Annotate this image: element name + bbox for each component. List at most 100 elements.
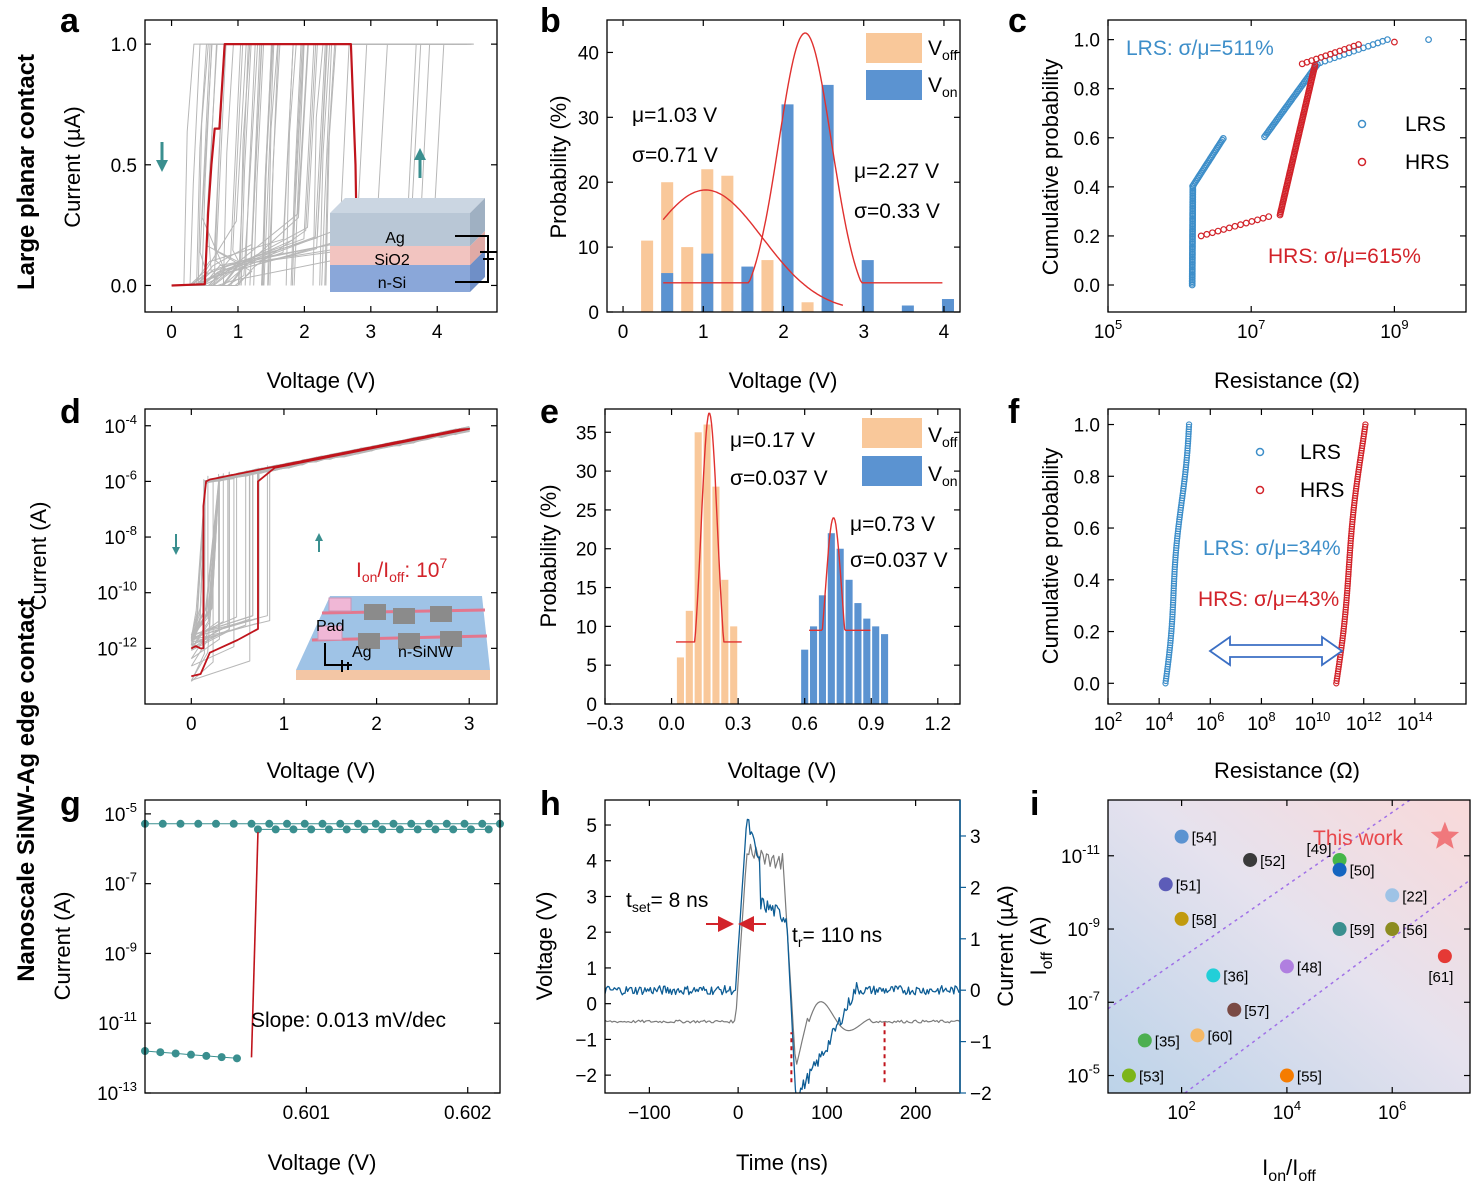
g-xtick-label: 0.601	[283, 1103, 331, 1124]
f-xtick-label: 102	[1094, 709, 1122, 735]
e-ytick-label: 30	[576, 462, 597, 483]
d-ytick-label: 10-4	[104, 412, 137, 438]
f-ytick-label: 0.4	[1074, 571, 1101, 592]
i-point	[1279, 1068, 1294, 1083]
i-ytick-label: 10-11	[1061, 842, 1100, 868]
c-hrs-point	[1311, 62, 1319, 69]
b-bar-V_off	[761, 260, 774, 312]
e-ytick-label: 25	[576, 501, 597, 522]
a-xtick-label: 2	[299, 322, 310, 343]
b-bar-V_on	[781, 104, 794, 312]
g-ytick-label: 10-11	[98, 1009, 137, 1035]
e-xtick-label: −0.3	[586, 714, 624, 735]
i-point-label: [35]	[1155, 1033, 1180, 1050]
e-off-mu: μ=0.17 V	[730, 429, 815, 452]
g-point	[156, 1048, 165, 1057]
g-point	[171, 1049, 180, 1058]
f-xtick-label: 1012	[1346, 709, 1382, 735]
b-ytick-label: 30	[578, 108, 599, 129]
i-point-label: [49]	[1307, 841, 1332, 858]
h-ytick-right-label: 0	[970, 981, 981, 1002]
c-hrs-point	[1390, 38, 1398, 46]
this-work-star-icon	[1430, 821, 1460, 849]
panel-letter-f: f	[1008, 393, 1020, 431]
h-ytick-label: −2	[575, 1066, 597, 1087]
c-xtick-label: 107	[1237, 317, 1265, 343]
f-ytick-label: 0.0	[1074, 674, 1100, 695]
g-point	[371, 819, 380, 828]
c-legend-lrs: LRS	[1405, 113, 1446, 136]
g-point	[342, 825, 351, 834]
a-xtick-label: 0	[166, 322, 177, 343]
h-ytick-label: 0	[586, 995, 597, 1016]
e-ytick-label: 5	[586, 656, 597, 677]
g-point	[389, 819, 398, 828]
i-point	[1174, 829, 1189, 844]
i-guide-line	[1107, 799, 1411, 1010]
f-hrs-point	[1362, 421, 1369, 428]
g-point	[253, 825, 262, 834]
g-point	[478, 819, 487, 828]
d-xtick-label: 0	[186, 714, 197, 735]
b-xtick-label: 0	[618, 322, 629, 343]
c-hrs-point	[1248, 218, 1256, 225]
d-onoff-ratio: Ion/Ioff: 107	[356, 555, 447, 585]
e-ytick-label: 0	[586, 695, 597, 716]
i-point-label: [36]	[1223, 968, 1248, 985]
b-bar-V_on	[661, 273, 674, 312]
a-xtick-label: 3	[366, 322, 377, 343]
e-xtick-label: 0.9	[858, 714, 884, 735]
e-bar-V_off	[712, 486, 720, 704]
i-point-label: [60]	[1207, 1028, 1232, 1045]
a-xlabel: Voltage (V)	[267, 368, 376, 393]
e-bar-V_off	[703, 424, 711, 704]
row-label-bottom: Nanoscale SiNW-Ag edge contact	[13, 598, 40, 982]
i-point	[1243, 852, 1258, 867]
i-point	[1332, 862, 1347, 877]
e-legend-voff: Voff	[928, 424, 957, 450]
i-background	[1108, 800, 1470, 1093]
b-bar-V_on	[741, 266, 754, 312]
e-on-mu: μ=0.73 V	[850, 513, 935, 536]
f-xtick-label: 108	[1247, 709, 1275, 735]
h-xtick-label: 0	[733, 1103, 744, 1124]
i-point-label: [52]	[1260, 853, 1285, 870]
planar-device-inset	[330, 198, 497, 292]
e-bar-V_on	[863, 618, 871, 704]
e-bar-V_off	[676, 657, 684, 704]
i-point-label: [53]	[1139, 1069, 1164, 1086]
d-xlabel: Voltage (V)	[267, 758, 376, 783]
c-legend-lrs-marker	[1357, 119, 1367, 129]
b-off-sigma: σ=0.71 V	[632, 144, 718, 167]
i-point	[1190, 1028, 1205, 1043]
g-point	[318, 819, 327, 828]
b-legend-swatch-off	[866, 33, 922, 63]
i-xtick-label: 106	[1378, 1098, 1406, 1124]
b-on-sigma: σ=0.33 V	[854, 200, 940, 223]
f-ytick-label: 0.6	[1074, 519, 1100, 540]
d-ylabel: Current (A)	[26, 502, 51, 611]
g-point	[442, 819, 451, 828]
inset-label-ag: Ag	[352, 644, 372, 661]
g-point	[202, 1051, 211, 1060]
i-xlabel: Ion/Ioff	[1262, 1155, 1316, 1185]
b-bar-V_off	[801, 302, 814, 312]
up-arrow-icon	[315, 533, 323, 552]
c-hrs-point	[1214, 227, 1222, 235]
f-hrs-point	[1361, 423, 1369, 431]
i-point	[1332, 852, 1347, 867]
g-point	[212, 819, 220, 828]
i-point	[1206, 968, 1221, 983]
b-bar-V_off	[641, 240, 654, 312]
c-hrs-point	[1259, 214, 1267, 222]
inset-label-pad: Pad	[316, 618, 344, 635]
h-ytick-label: 2	[586, 923, 597, 944]
f-legend-lrs: LRS	[1300, 441, 1341, 464]
a-gray-curve	[171, 43, 463, 286]
g-ylabel: Current (A)	[50, 892, 75, 1001]
i-point-label: [55]	[1297, 1069, 1322, 1086]
h-xtick-label: 200	[900, 1103, 932, 1124]
h-xlabel: Time (ns)	[736, 1150, 828, 1175]
c-ytick-label: 0.0	[1074, 276, 1100, 297]
